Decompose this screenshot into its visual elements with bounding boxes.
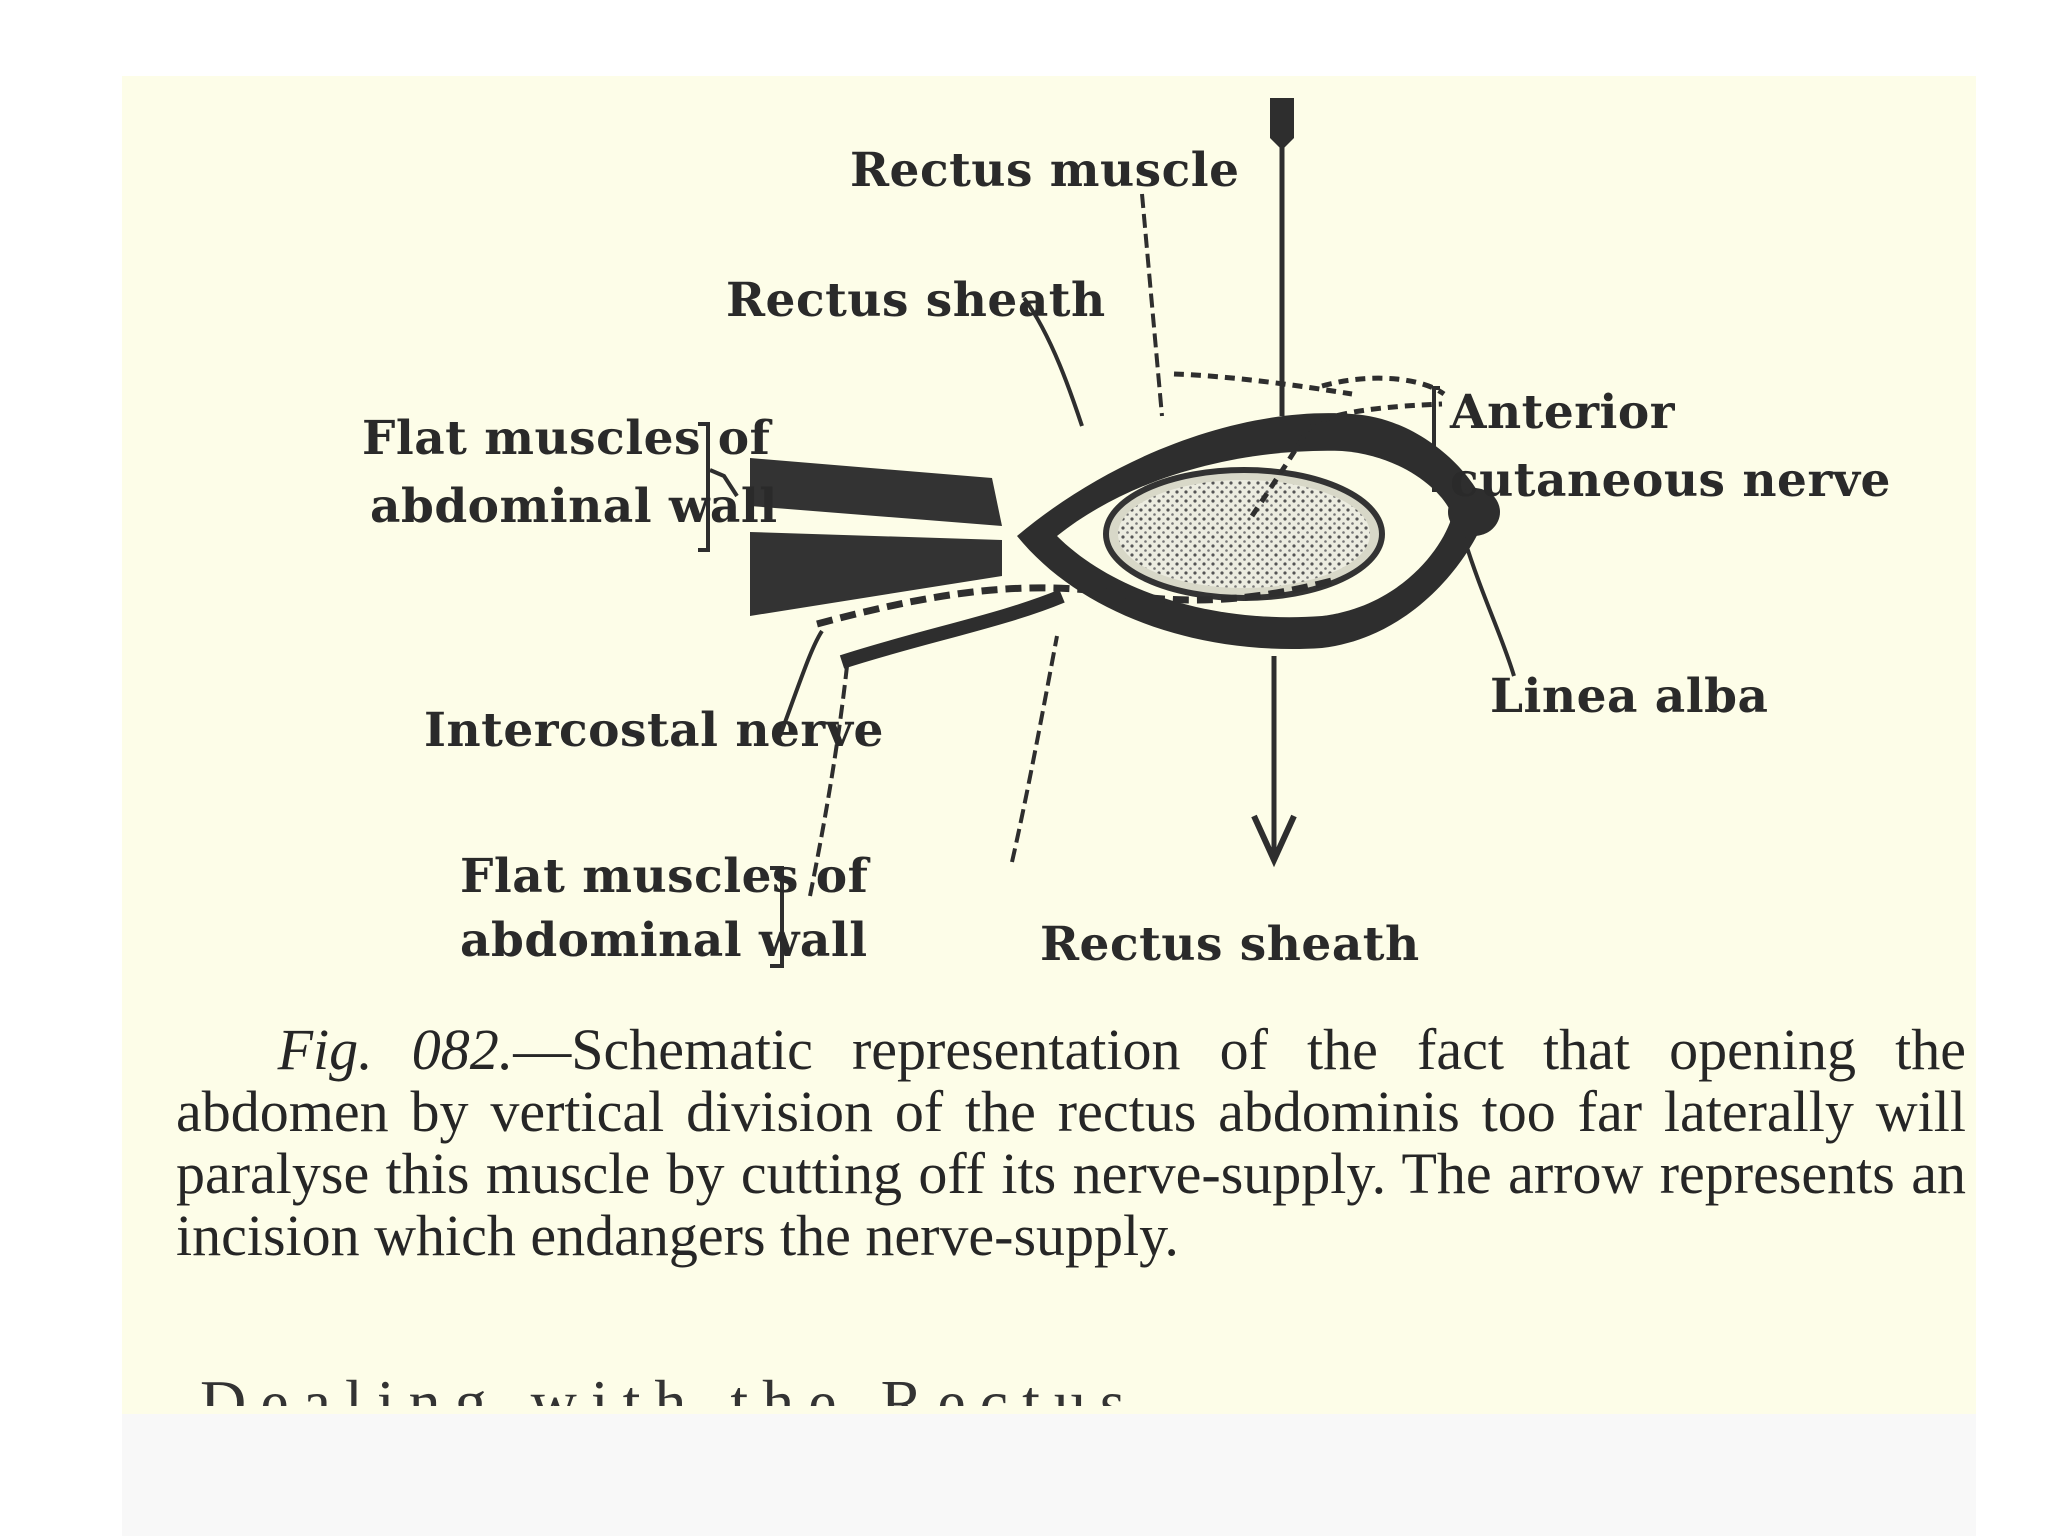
anterior-cutaneous-nerve	[1249, 401, 1443, 518]
linea-alba-knob	[1448, 488, 1500, 536]
label-rectus-muscle: Rectus muscle	[850, 143, 1240, 198]
incision-arrow-fletching	[1270, 98, 1294, 150]
label-rectus-sheath-bottom: Rectus sheath	[1040, 917, 1420, 972]
label-flat-muscles-top-1: Flat muscles of	[362, 411, 773, 466]
figure-caption: Fig. 082.—Schematic representation of th…	[176, 1019, 1966, 1267]
label-linea-alba: Linea alba	[1490, 669, 1768, 724]
label-anterior-cutaneous-1: Anterior	[1449, 385, 1676, 440]
label-intercostal-nerve: Intercostal nerve	[424, 703, 884, 758]
intercostal-nerve	[816, 577, 1333, 628]
next-section-heading: Dealing with the Rectus	[200, 1367, 1139, 1406]
label-flat-muscles-bottom-2: abdominal wall	[460, 913, 868, 968]
rectus-sheath-diagram: Rectus muscle Rectus sheath Flat muscles…	[362, 98, 1891, 972]
label-flat-muscles-top-2: abdominal wall	[370, 479, 778, 534]
flat-muscles-wedge	[750, 458, 1002, 526]
bottom-band	[122, 1414, 1976, 1536]
label-rectus-sheath-top: Rectus sheath	[726, 273, 1106, 328]
book-page: Rectus muscle Rectus sheath Flat muscles…	[122, 76, 1976, 1414]
label-anterior-cutaneous-2: cutaneous nerve	[1450, 453, 1891, 508]
incision-arrow-head	[1251, 814, 1297, 868]
caption-text: —Schematic representation of the fact th…	[176, 1017, 1966, 1268]
label-flat-muscles-bottom-1: Flat muscles of	[460, 849, 871, 904]
figure-number: Fig. 082.	[277, 1017, 514, 1082]
